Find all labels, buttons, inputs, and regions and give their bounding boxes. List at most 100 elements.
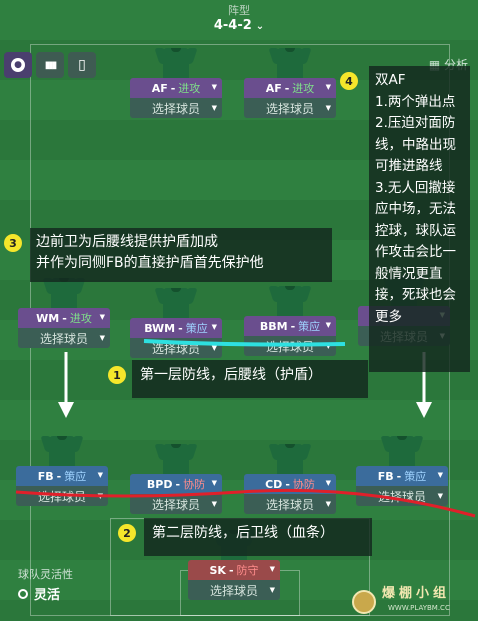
caret-down-icon: ▼: [269, 565, 275, 573]
caret-down-icon: ▼: [211, 104, 217, 112]
role-selector[interactable]: BBM-策应▼: [244, 316, 336, 336]
role-duty: 策应: [64, 470, 87, 483]
badge-3: 3: [4, 234, 22, 252]
team-flexibility-value: 灵活: [34, 588, 61, 603]
caret-down-icon: ▼: [325, 104, 331, 112]
role-code: AF: [265, 81, 282, 95]
watermark-logo-icon: [352, 590, 376, 614]
player-picker[interactable]: 选择球员▼: [18, 328, 110, 348]
player-picker-label: 选择球员: [151, 101, 200, 116]
role-duty: 策应: [298, 320, 321, 333]
caret-down-icon: ▼: [99, 313, 105, 321]
player-picker-label: 选择球员: [151, 497, 200, 512]
role-selector[interactable]: AF-进攻▼: [130, 78, 222, 98]
role-code: WM: [36, 311, 60, 325]
caret-down-icon: ▼: [325, 321, 331, 329]
role-selector[interactable]: AF-进攻▼: [244, 78, 336, 98]
player-picker-label: 选择球员: [151, 341, 200, 356]
note-4-line: 可推进路线: [375, 158, 443, 174]
role-selector[interactable]: FB-策应▼: [16, 466, 108, 486]
note-4-line: 2.压迫对面防: [375, 115, 456, 131]
role-duty: 进攻: [178, 82, 201, 95]
caret-down-icon: ▼: [325, 83, 331, 91]
role-duty: 协防: [183, 478, 206, 491]
stats-view-button[interactable]: ▮▮▮: [36, 52, 64, 78]
role-code: BBM: [259, 319, 288, 333]
card-icon: ▯: [78, 57, 86, 73]
caret-down-icon: ▼: [97, 471, 103, 479]
view-toolbar: ● ▮▮▮ ▯: [4, 52, 96, 78]
badge-4: 4: [340, 72, 358, 90]
team-flexibility-value-row: 灵活: [18, 584, 73, 603]
formation-label: 阵型: [228, 4, 250, 17]
caret-down-icon: ▼: [211, 323, 217, 331]
player-picker[interactable]: 选择球员 ▼: [130, 98, 222, 118]
role-code: SK: [209, 563, 226, 577]
caret-down-icon: ▼: [211, 479, 217, 487]
player-view-button[interactable]: ●: [4, 52, 32, 78]
caret-down-icon: ▼: [437, 492, 443, 500]
role-selector[interactable]: BWM-策应▼: [130, 318, 222, 338]
note-3-line: 边前卫为后腰线提供护盾加成: [36, 234, 218, 250]
watermark-url: WWW.PLAYBM.CC: [388, 604, 450, 612]
person-icon: ●: [11, 58, 25, 72]
caret-down-icon: ▼: [325, 500, 331, 508]
caret-down-icon: ▼: [211, 500, 217, 508]
flexibility-ring-icon: [18, 588, 28, 599]
role-duty: 防守: [236, 564, 259, 577]
note-4-line: 般情况更直: [375, 265, 443, 282]
role-duty: 进攻: [292, 82, 315, 95]
player-picker[interactable]: 选择球员 ▼: [356, 486, 448, 506]
player-picker[interactable]: 选择球员 ▼: [244, 494, 336, 514]
role-selector[interactable]: SK-防守▼: [188, 560, 280, 580]
note-4-line: 作攻击会比一: [375, 244, 456, 260]
note-4-line: 1.两个弹出点: [375, 93, 456, 110]
player-picker-label: 选择球员: [209, 583, 258, 598]
caret-down-icon: ▼: [211, 83, 217, 91]
role-duty: 进攻: [69, 312, 92, 325]
role-duty: 策应: [185, 322, 208, 335]
caret-down-icon: ▼: [99, 334, 105, 342]
caret-down-icon: ▼: [325, 479, 331, 487]
note-4-line: 更多: [375, 308, 402, 325]
note-4-line: 应中场，无法: [375, 201, 456, 217]
note-3: 边前卫为后腰线提供护盾加成 并作为同侧FB的直接护盾首先保护他: [30, 228, 332, 282]
chevron-down-icon[interactable]: ⌄: [255, 21, 265, 32]
player-picker-label: 选择球员: [377, 489, 426, 504]
player-picker[interactable]: 选择球员▼: [188, 580, 280, 600]
role-code: FB: [377, 469, 394, 483]
note-3-line: 并作为同侧FB的直接护盾首先保护他: [36, 255, 264, 271]
player-picker[interactable]: 选择球员 ▼: [130, 494, 222, 514]
watermark-name: 爆棚小组: [382, 586, 451, 601]
role-selector[interactable]: WM-进攻▼: [18, 308, 110, 328]
caret-down-icon: ▼: [437, 471, 443, 479]
role-selector[interactable]: CD-协防▼: [244, 474, 336, 494]
role-code: CD: [265, 477, 283, 491]
formation-header: 阵型 4-4-2⌄: [0, 0, 478, 40]
player-picker-label: 选择球员: [265, 101, 314, 116]
note-4-line: 线，中路出现: [375, 136, 456, 153]
team-flexibility: 球队灵活性 灵活: [18, 566, 73, 603]
note-4: 双AF 1.两个弹出点 2.压迫对面防 线，中路出现 可推进路线 3.无人回撤接…: [369, 66, 470, 372]
red-underline: [15, 488, 476, 518]
watermark: 爆棚小组 WWW.PLAYBM.CC: [352, 582, 474, 618]
role-selector[interactable]: BPD-协防▼: [130, 474, 222, 494]
caret-down-icon: ▼: [211, 344, 217, 352]
instructions-view-button[interactable]: ▯: [68, 52, 96, 78]
note-1-text: 第一层防线，后腰线（护盾）: [140, 367, 322, 383]
note-1: 第一层防线，后腰线（护盾）: [132, 360, 368, 398]
role-selector[interactable]: FB-策应▼: [356, 466, 448, 486]
arrow-left: [58, 352, 74, 418]
badge-2: 2: [118, 524, 136, 542]
player-picker[interactable]: 选择球员 ▼: [244, 98, 336, 118]
role-code: FB: [37, 469, 54, 483]
formation-selector[interactable]: 4-4-2⌄: [0, 18, 478, 33]
role-duty: 策应: [404, 470, 427, 483]
team-flexibility-label: 球队灵活性: [18, 568, 73, 581]
player-picker-label: 选择球员: [265, 497, 314, 512]
note-4-line: 接，死球也会: [375, 287, 456, 303]
badge-1: 1: [108, 366, 126, 384]
note-2-text: 第二层防线，后卫线（血条）: [152, 525, 334, 541]
note-4-line: 双AF: [375, 72, 406, 88]
